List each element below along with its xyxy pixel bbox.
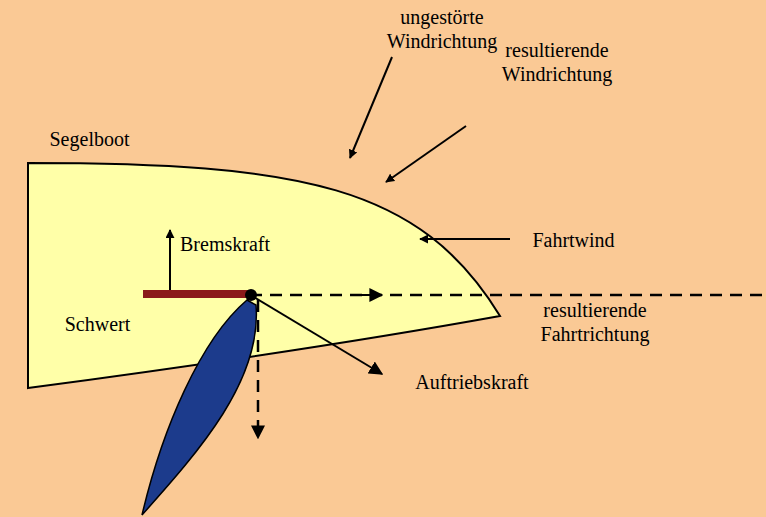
- boat-hull: [28, 163, 500, 388]
- force-label: Auftriebskraft: [392, 370, 552, 394]
- force-label: Bremskraft: [170, 232, 280, 256]
- headwind-arrow: [420, 238, 510, 240]
- wind-label: resultierende Windrichtung: [462, 38, 652, 86]
- wind-label: ungestörte Windrichtung: [372, 5, 512, 53]
- side-force-arrow: [257, 300, 260, 438]
- centreboard: [143, 290, 250, 298]
- apparent-wind-arrow: [386, 126, 466, 182]
- true-wind-arrow: [350, 57, 392, 158]
- course-arrow: [360, 294, 382, 296]
- pivot-dot: [245, 289, 257, 301]
- wind-label: Fahrtwind: [516, 228, 631, 252]
- sail: [142, 300, 256, 515]
- course-label: resultierende Fahrtrichtung: [505, 298, 685, 346]
- part-label: Schwert: [50, 312, 145, 336]
- drag-arrow: [169, 230, 171, 290]
- course-line: [250, 294, 766, 297]
- lift-arrow: [252, 296, 382, 374]
- boat-label: Segelboot: [22, 127, 157, 151]
